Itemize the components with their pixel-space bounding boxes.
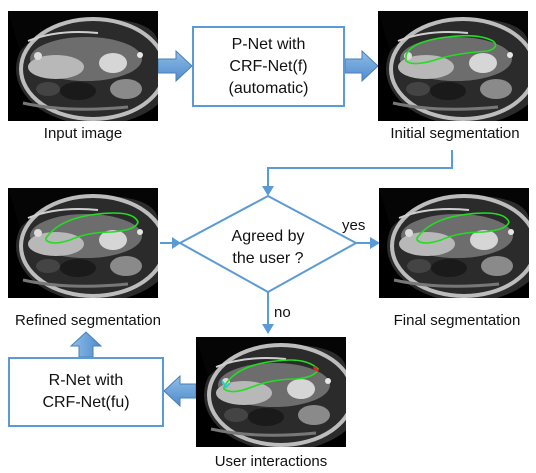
yes-label: yes [342,217,366,234]
pnet-crfnet-box: P-Net with CRF-Net(f) (automatic) [192,26,345,107]
rnet-crfnet-box: R-Net with CRF-Net(fu) [8,357,164,427]
final-segmentation-image [379,188,529,298]
initial-segmentation-image [378,11,528,121]
arrow-rnet-to-refined [69,331,103,358]
arrow-pnet-to-initial [344,49,379,83]
input-image [8,11,158,121]
pnet-box-line3: (automatic) [228,79,309,97]
arrow-interactions-to-rnet [163,374,197,408]
rnet-box-line1: R-Net with [48,372,124,389]
refined-segmentation-image [8,188,158,298]
rnet-box-line2: CRF-Net(fu) [42,394,130,411]
caption-input-image: Input image [43,125,123,142]
caption-initial-segmentation: Initial segmentation [390,125,520,142]
caption-final-segmentation: Final segmentation [393,312,521,329]
caption-user-interactions: User interactions [214,453,328,470]
mri-slice [379,188,529,298]
mri-slice [196,337,346,447]
pnet-box-line2: CRF-Net(f) [229,57,308,75]
caption-refined-segmentation: Refined segmentation [15,312,161,329]
arrowhead-no [262,324,274,334]
user-interactions-image [196,337,346,447]
connector-initial-to-decision [267,150,453,188]
mri-slice [8,188,158,298]
pnet-box-line1: P-Net with [231,35,306,53]
mri-slice [378,11,528,121]
decision-text: Agreed by the user ? [196,226,340,270]
mri-slice [8,11,158,121]
arrow-input-to-pnet [157,49,193,83]
decision-line1: Agreed by [231,228,305,245]
no-label: no [274,304,291,321]
arrowhead-into-decision [262,186,274,196]
arrowhead-into-decision-left [172,237,181,249]
decision-line2: the user ? [232,250,304,267]
